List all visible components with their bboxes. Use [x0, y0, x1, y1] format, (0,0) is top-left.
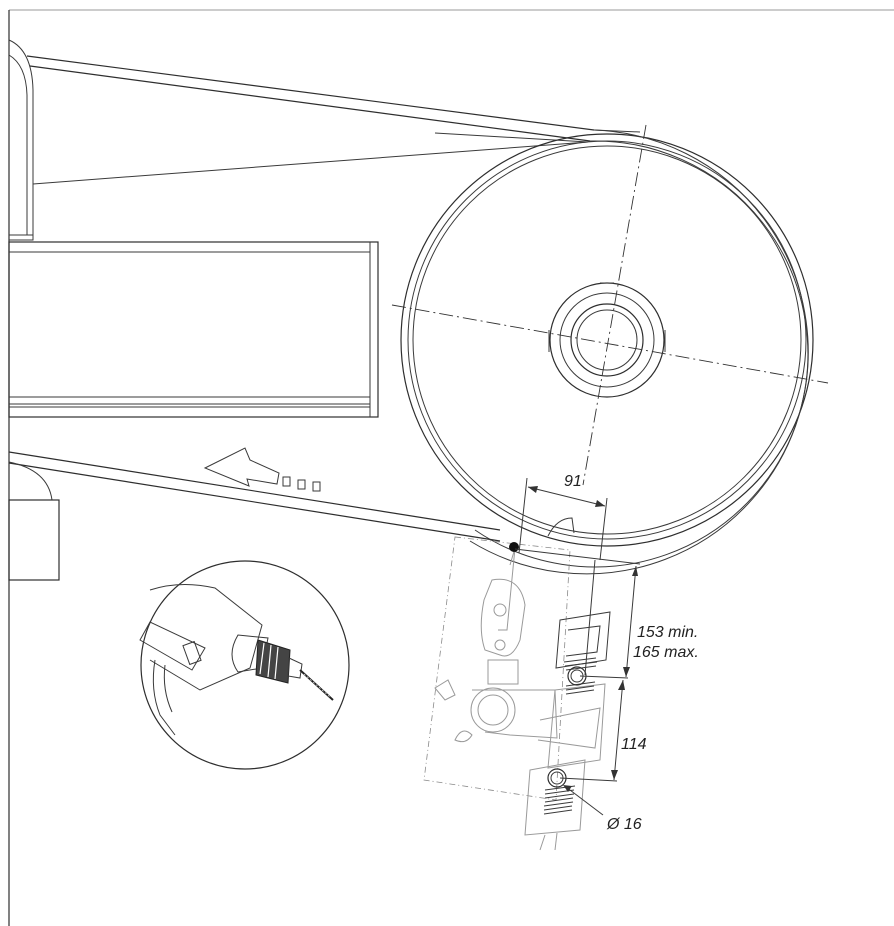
pulley-centerlines: [391, 124, 829, 486]
dimension-91-label: 91: [564, 473, 582, 490]
mounting-plate-outline: [423, 536, 571, 801]
drill-detail-circle: [140, 560, 350, 770]
frame-border: [8, 9, 894, 926]
tensioner-assembly: [434, 547, 601, 749]
lower-left-pulley: [8, 461, 60, 581]
arrow-left-icon: [203, 447, 321, 492]
adjuster-assembly: [524, 611, 611, 851]
dimension-min-label: 153 min.: [637, 624, 698, 641]
dimension-91-lines: [518, 477, 608, 676]
drill-icon: [139, 583, 334, 736]
upper-belt: [26, 55, 641, 185]
dimension-max-label: 165 max.: [633, 644, 699, 661]
frame-beam: [8, 241, 379, 418]
dimension-114-lines: [559, 679, 625, 782]
left-drive-pulley: [8, 39, 34, 241]
lower-belt: [8, 451, 501, 542]
spring-lower: [543, 785, 576, 815]
diameter-leader: [563, 785, 604, 816]
belt-wrap: [469, 129, 809, 575]
large-pulley: [400, 133, 814, 547]
dimension-diameter-label: Ø 16: [606, 816, 642, 833]
reference-point: [509, 542, 519, 552]
dimension-range-lines: [514, 548, 641, 679]
dimension-114-label: 114: [621, 736, 647, 753]
